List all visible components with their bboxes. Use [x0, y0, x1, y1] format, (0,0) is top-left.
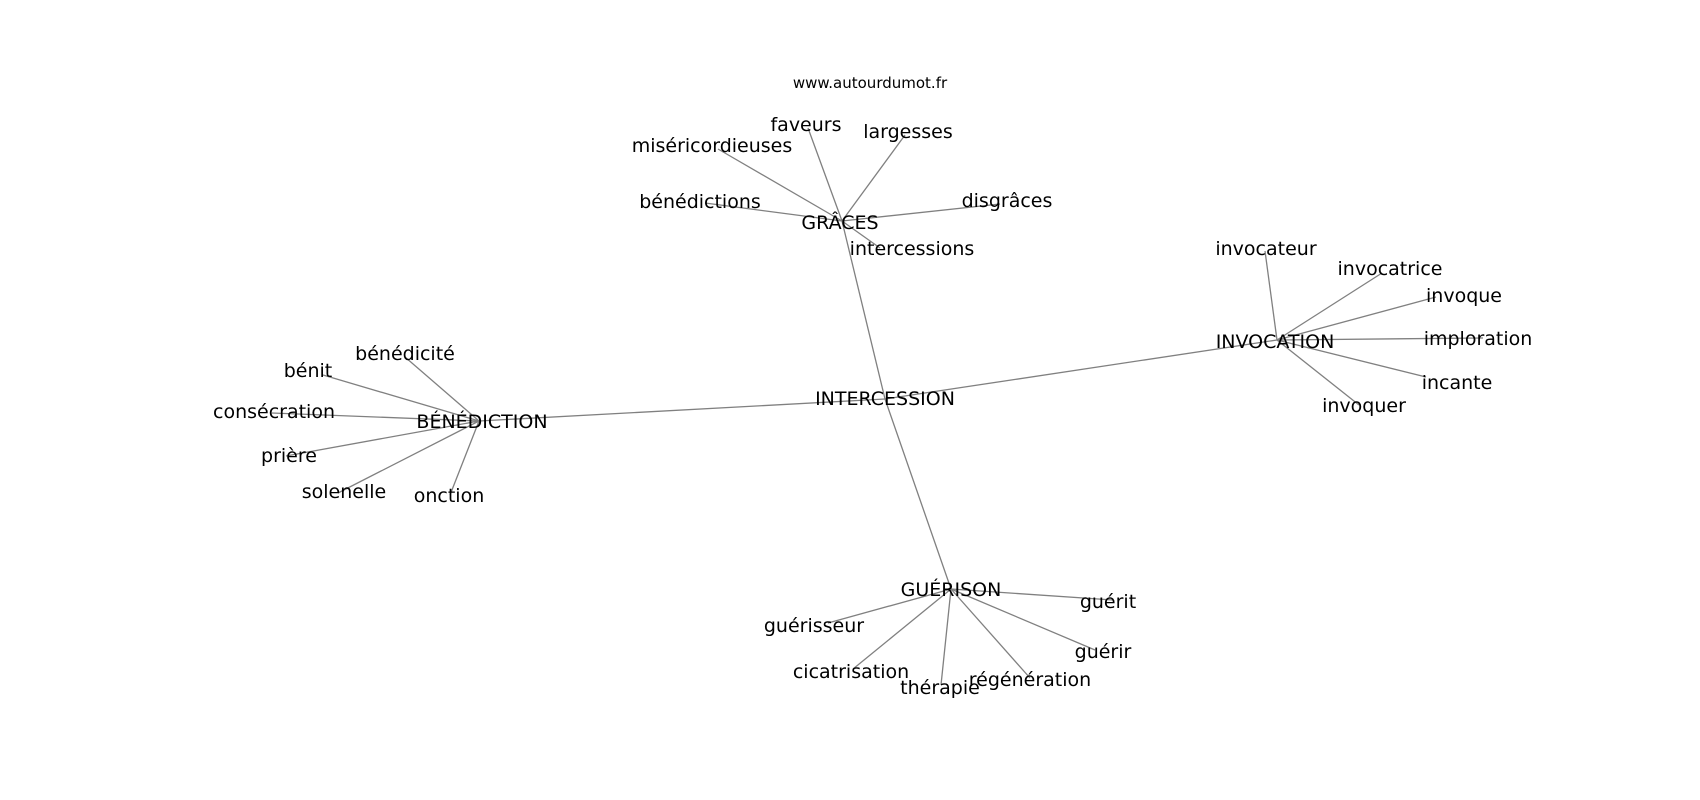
edge-invocation-leaf-1: [1276, 272, 1383, 341]
edge-graces-leaf-4: [841, 203, 1001, 222]
leaf-node-label-benediction-1: bénit: [284, 360, 333, 382]
edge-guerison-leaf-0: [950, 588, 1114, 601]
edge-invocation-leaf-3: [1276, 337, 1484, 341]
edge-benediction-leaf-5: [449, 420, 480, 496]
watermark-text: www.autourdumot.fr: [793, 74, 948, 92]
leaf-node-label-invocation-0: invocateur: [1215, 238, 1316, 260]
edge-guerison-leaf-1: [827, 588, 952, 624]
edge-benediction-leaf-4: [337, 420, 480, 494]
graph-edges: [271, 127, 1484, 686]
leaf-node-label-benediction-0: bénédicité: [355, 343, 455, 365]
edge-center-invocation: [884, 339, 1278, 400]
leaf-node-label-benediction-3: prière: [261, 445, 317, 467]
leaf-node-label-invocation-3: imploration: [1424, 328, 1533, 350]
leaf-node-label-benediction-5: onction: [414, 485, 485, 507]
leaf-node-label-guerison-0: guérit: [1080, 591, 1136, 613]
hub-node-label-graces: GRÂCES: [801, 211, 878, 234]
leaf-node-label-graces-2: largesses: [863, 121, 953, 143]
hub-node-label-guerison: GUÉRISON: [901, 578, 1002, 601]
leaf-node-label-graces-0: faveurs: [770, 114, 841, 136]
edge-graces-leaf-5: [841, 220, 881, 249]
edge-graces-leaf-2: [841, 134, 906, 222]
edge-center-benediction: [478, 398, 886, 422]
edge-graces-leaf-3: [704, 202, 843, 222]
hub-node-label-benediction: BÉNÉDICTION: [416, 410, 547, 433]
graph-labels: INTERCESSION GRÂCES faveursmiséricordieuse…: [213, 114, 1532, 699]
edge-guerison-leaf-5: [940, 588, 952, 686]
leaf-node-label-benediction-2: consécration: [213, 401, 335, 423]
leaf-node-label-guerison-4: régénération: [969, 669, 1091, 691]
edge-guerison-leaf-2: [950, 588, 1096, 651]
leaf-node-label-benediction-4: solenelle: [302, 481, 386, 503]
edge-guerison-leaf-3: [852, 588, 952, 670]
center-node-label: INTERCESSION: [815, 388, 955, 410]
leaf-node-label-invocation-4: incante: [1422, 372, 1493, 394]
edge-invocation-leaf-4: [1276, 339, 1427, 378]
leaf-node-label-invocation-5: invoquer: [1322, 395, 1406, 417]
leaf-node-label-guerison-5: thérapie: [900, 677, 980, 699]
leaf-node-label-graces-5: intercessions: [850, 238, 975, 260]
edge-invocation-leaf-5: [1276, 339, 1360, 406]
edge-guerison-leaf-4: [950, 588, 1031, 679]
leaf-node-label-guerison-1: guérisseur: [764, 615, 864, 637]
leaf-node-label-invocation-2: invoque: [1426, 285, 1502, 307]
edge-benediction-leaf-3: [285, 420, 480, 457]
leaf-node-label-guerison-2: guérir: [1075, 641, 1132, 663]
leaf-node-label-graces-1: miséricordieuses: [632, 135, 793, 157]
leaf-node-label-guerison-3: cicatrisation: [793, 661, 909, 683]
edge-invocation-leaf-2: [1276, 296, 1437, 341]
edge-center-guerison: [884, 398, 952, 590]
edge-benediction-leaf-2: [271, 412, 480, 422]
hub-node-label-invocation: INVOCATION: [1216, 331, 1335, 353]
edge-invocation-leaf-0: [1264, 250, 1278, 341]
edge-benediction-leaf-0: [404, 356, 480, 422]
edge-benediction-leaf-1: [322, 374, 480, 422]
leaf-node-label-graces-4: disgrâces: [962, 190, 1053, 212]
edge-graces-leaf-1: [717, 148, 843, 222]
edge-graces-leaf-0: [807, 127, 843, 222]
leaf-node-label-graces-3: bénédictions: [639, 191, 761, 213]
leaf-node-label-invocation-1: invocatrice: [1338, 258, 1443, 280]
edge-center-graces: [841, 220, 886, 400]
